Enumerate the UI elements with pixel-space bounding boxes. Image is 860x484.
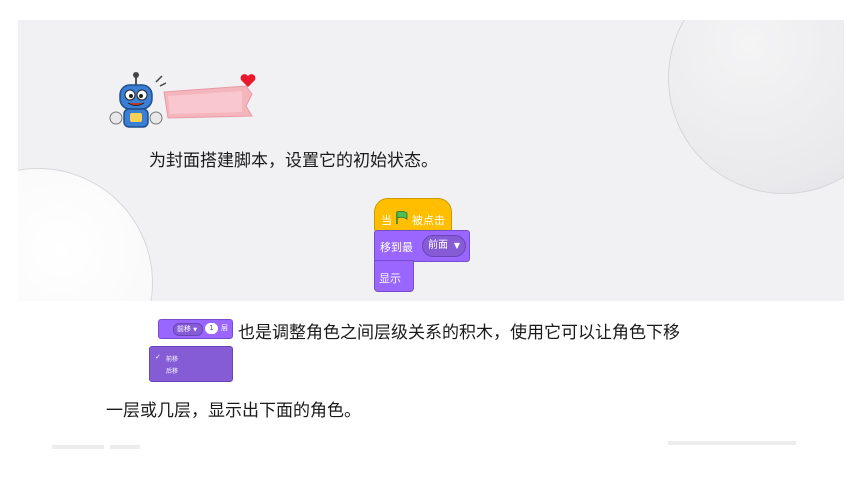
green-flag-icon [396,211,408,224]
layer-direction-menu: ✓ 前移 后移 [149,346,233,382]
goto-option: 前面 [428,240,448,251]
chevron-down-icon: ▼ [453,241,460,250]
goto-layer-dropdown[interactable]: 前面 ▼ [422,235,466,257]
hat-when-label: 当 [381,214,392,227]
section-title [168,96,256,124]
menu-item-backward[interactable]: 后移 [166,368,179,375]
show-block[interactable]: 显示 [374,260,414,292]
robot-mascot-icon [109,72,256,128]
when-flag-clicked-block[interactable]: 当 被点击 [374,198,452,232]
chevron-down-icon: ▼ [193,327,198,333]
go-to-layer-block[interactable]: 移到最 前面 ▼ [374,230,470,262]
decorative-circle-bottom-left [18,168,153,301]
layer-unit-label: 层 [221,324,228,332]
footer-bar [52,445,104,449]
caption-text-line1: 也是调整角色之间层级关系的积木，使用它可以让角色下移 [238,323,680,343]
menu-item-forward[interactable]: 前移 [166,356,179,363]
layer-direction-value: 前移 [177,325,191,333]
decorative-circle-top-right [668,20,844,194]
slide-panel: 为封面搭建脚本，设置它的初始状态。 当 被点击 移到最 前面 ▼ 显示 [18,20,844,301]
go-layers-block[interactable]: 前移 ▼ 1 层 [158,319,233,339]
footer-bar [110,445,140,449]
intro-text: 为封面搭建脚本，设置它的初始状态。 [149,151,438,171]
check-icon: ✓ [155,353,161,361]
layer-amount-input[interactable]: 1 [205,323,218,334]
footer-bar [668,441,796,445]
hat-clicked-label: 被点击 [412,214,445,227]
caption-text-line2: 一层或几层，显示出下面的角色。 [106,401,361,421]
show-label: 显示 [379,272,401,285]
layer-direction-dropdown[interactable]: 前移 ▼ [173,323,203,336]
goto-label: 移到最 [380,241,413,254]
